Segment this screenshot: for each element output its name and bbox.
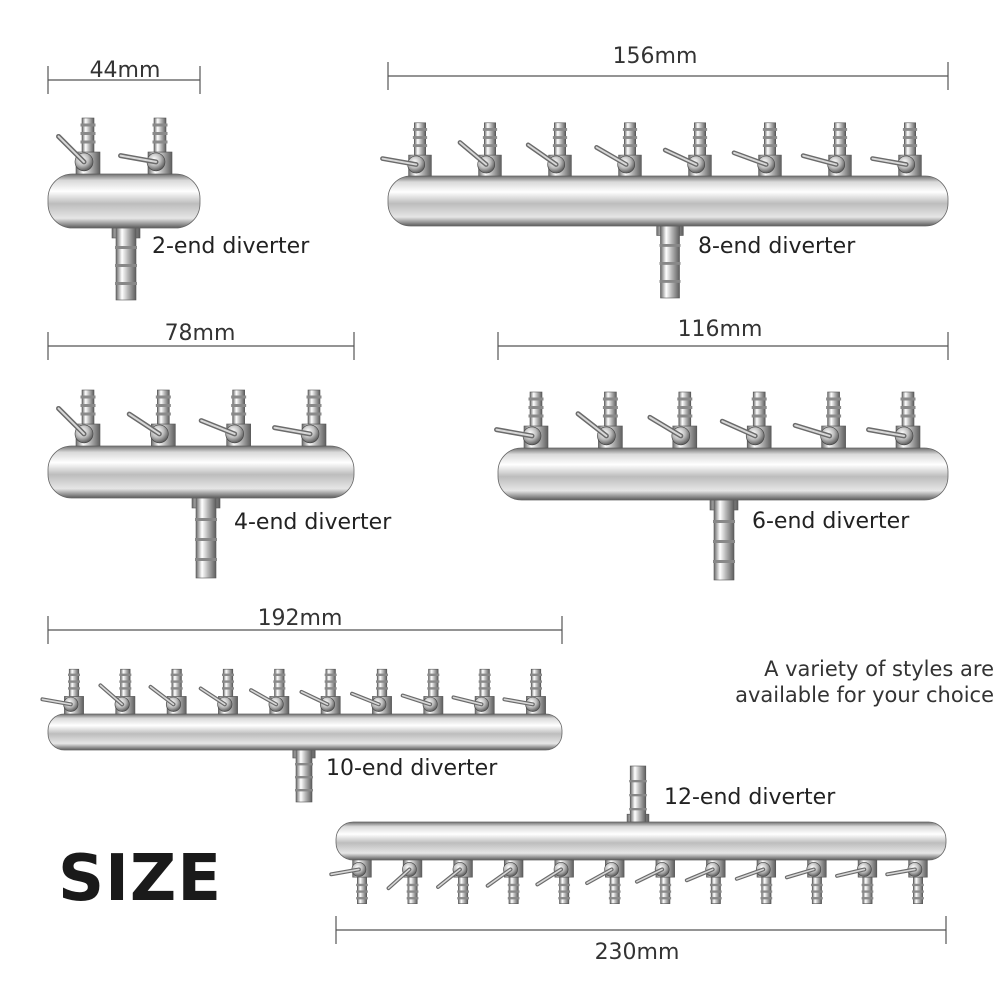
valve [457,122,502,177]
dimension-156mm: 156mm [612,44,698,69]
manifold-4-end [47,389,355,579]
dimension-line [47,616,563,644]
dimension-230mm: 230mm [594,940,680,965]
valve [647,391,698,449]
inlet-nozzle [111,227,141,301]
valve [249,668,290,715]
valve [684,859,726,904]
manifold-8-end [380,122,949,299]
valve [485,859,524,904]
valve [329,859,372,904]
valve [535,859,574,904]
manifold-pipe [335,821,947,861]
valve [436,859,473,904]
valve [662,122,712,177]
tagline-line-2: available for your choice [735,683,994,707]
manifold-12-end [329,765,947,904]
dimension-line [387,62,949,90]
dimension-line [47,332,355,360]
valve [585,859,625,904]
manifold-6-end [494,391,949,581]
dimension-78mm: 78mm [164,321,236,346]
inlet-nozzle [292,749,316,803]
valve [56,389,101,447]
manifold-pipe [47,445,355,499]
valve [40,668,84,715]
valve [870,122,922,177]
valve [502,668,546,715]
dimension-192mm: 192mm [257,606,343,631]
inlet-nozzle [709,499,739,581]
dimension-line [497,332,949,360]
valve [198,668,238,715]
dimension-44mm: 44mm [89,58,161,83]
valve [525,122,572,177]
dimension-116mm: 116mm [677,317,763,342]
inlet-nozzle [626,765,650,823]
valve [731,122,782,177]
tagline: A variety of styles are available for yo… [735,656,994,708]
valve [784,859,827,904]
valve [885,859,928,904]
dimension-line [335,916,947,944]
valve [634,859,675,904]
valve [835,859,878,904]
valve [148,668,187,715]
valve [350,668,392,715]
size-title: SIZE [58,842,223,916]
label-4-end-diverter: 4-end diverter [234,510,392,535]
valve [719,391,772,449]
valve [451,668,495,715]
valve [98,668,136,715]
valve [494,391,549,449]
manifold-pipe [47,713,563,751]
manifold-pipe [497,447,949,501]
valve [198,389,251,447]
manifold-group [40,117,949,904]
valve [594,122,642,177]
valve [575,391,623,449]
valve [866,391,921,449]
valve [118,117,173,175]
manifold-pipe [47,173,201,229]
label-12-end-diverter: 12-end diverter [664,785,836,810]
valve [56,117,101,175]
valve [386,859,423,904]
valve [272,389,327,447]
label-10-end-diverter: 10-end diverter [326,756,498,781]
valve [126,389,176,447]
manifold-2-end [47,117,201,301]
valve [380,122,432,177]
manifold-pipe [387,175,949,227]
inlet-nozzle [656,225,684,299]
dimension-lines [47,62,949,944]
tagline-line-1: A variety of styles are [764,657,994,681]
manifold-10-end [40,668,563,803]
valve [800,122,852,177]
valve [400,668,444,715]
label-6-end-diverter: 6-end diverter [752,509,910,534]
valve [299,668,341,715]
label-8-end-diverter: 8-end diverter [698,234,856,259]
dimension-line [47,66,201,94]
valve [734,859,777,904]
label-2-end-diverter: 2-end diverter [152,234,310,259]
valve [792,391,846,449]
inlet-nozzle [191,497,221,579]
